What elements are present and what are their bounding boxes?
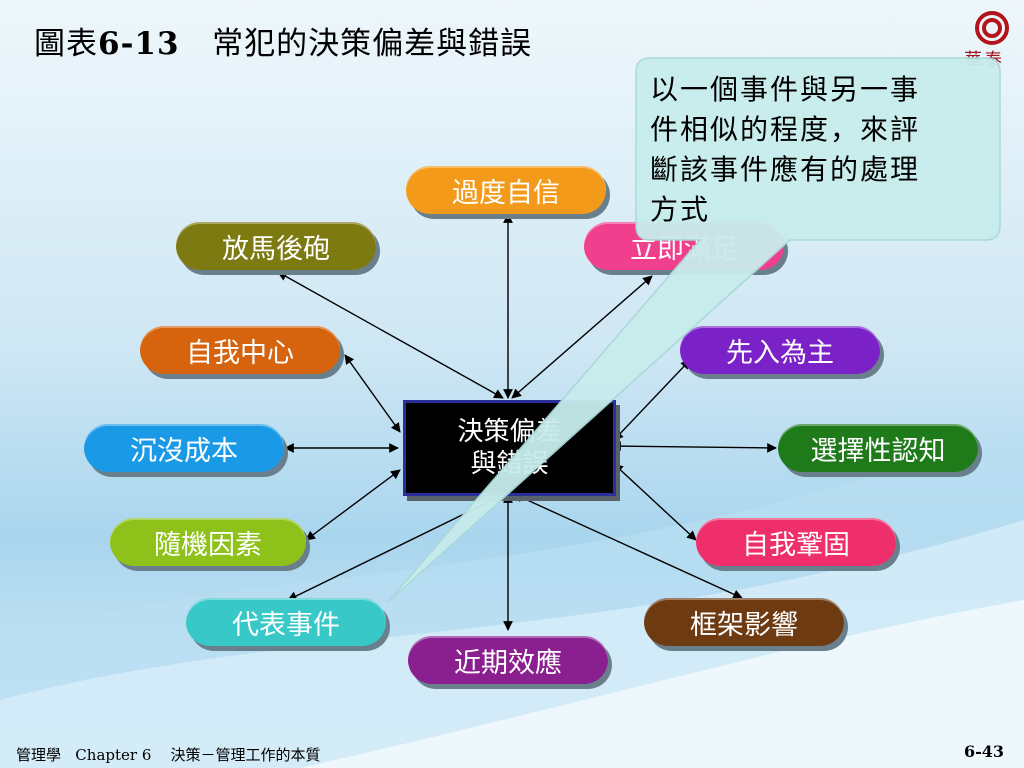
callout-line-3: 斷該事件應有的處理 — [650, 153, 921, 186]
slide-title: 圖表6-13 常犯的決策偏差與錯誤 — [34, 18, 532, 63]
callout-text: 以一個事件與另一事 件相似的程度，來評 斷該事件應有的處理 方式 — [650, 70, 990, 230]
node-anchoring[interactable]: 先入為主 — [680, 326, 880, 374]
node-self-serving[interactable]: 自我中心 — [140, 326, 340, 374]
node-escalation[interactable]: 自我鞏固 — [696, 518, 896, 566]
callout-line-1: 以一個事件與另一事 — [650, 73, 921, 106]
node-selective-perception[interactable]: 選擇性認知 — [778, 424, 978, 472]
title-text: 常犯的決策偏差與錯誤 — [212, 26, 533, 62]
title-prefix: 圖表 — [34, 26, 98, 62]
node-hindsight[interactable]: 放馬後砲 — [176, 222, 376, 270]
footer-text: 管理學 Chapter 6 決策－管理工作的本質 — [16, 746, 321, 764]
node-overconfidence[interactable]: 過度自信 — [406, 166, 606, 214]
node-sunk-costs[interactable]: 沉沒成本 — [84, 424, 284, 472]
node-framing[interactable]: 框架影響 — [644, 598, 844, 646]
node-availability[interactable]: 近期效應 — [408, 636, 608, 684]
publisher-logo-icon — [975, 11, 1009, 45]
callout-line-2: 件相似的程度，來評 — [650, 113, 921, 146]
callout-line-4: 方式 — [650, 193, 711, 226]
page-number: 6-43 — [963, 742, 1004, 761]
node-representation[interactable]: 代表事件 — [186, 598, 386, 646]
title-number: 6-13 — [98, 26, 180, 62]
node-randomness[interactable]: 隨機因素 — [110, 518, 306, 566]
